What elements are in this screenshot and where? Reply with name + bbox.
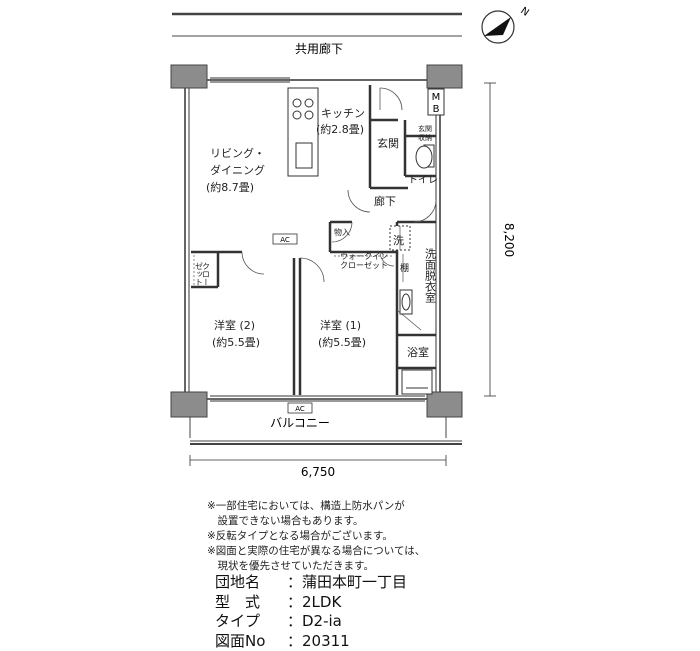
living-area: (約8.7畳) <box>206 180 254 194</box>
info-row-subtype: タイプ ：D2-ia <box>215 612 407 632</box>
washer-label: 洗 <box>393 234 404 247</box>
toilet-label: トイレ <box>408 175 438 186</box>
entrance-storage-label-1: 玄関 <box>418 124 432 133</box>
info-value: ：20311 <box>287 632 350 651</box>
info-label: 団地名 <box>215 573 287 593</box>
floor-plan: 共用廊下 N バルコニー <box>0 0 700 500</box>
ac-units <box>273 234 312 413</box>
info-value: ：D2-ia <box>287 612 342 632</box>
toilet-icon <box>416 145 434 168</box>
note-2: 設置できない場合もあります。 <box>207 514 425 529</box>
shelf-label: 棚 <box>400 262 409 274</box>
west-room-label: 洋室 (2) <box>214 318 255 332</box>
info-row-type: 型 式 ：2LDK <box>215 593 407 613</box>
height-dimension: 8,200 <box>502 223 516 257</box>
entrance-storage-label-2: 収納 <box>418 133 432 142</box>
info-row-drawing: 図面No ：20311 <box>215 632 407 651</box>
closet-label-2: ゼット <box>195 262 204 286</box>
note-1: ※一部住宅においては、構造上防水パンが <box>207 499 425 514</box>
kitchen-area: (約2.8畳) <box>316 122 364 136</box>
info-value: ：蒲田本町一丁目 <box>287 573 407 593</box>
mb-label-b: B <box>433 104 440 115</box>
info-label: 図面No <box>215 632 287 651</box>
entrance-label: 玄関 <box>377 136 399 150</box>
east-room-area: (約5.5畳) <box>318 335 366 349</box>
bath-label: 浴室 <box>407 345 429 359</box>
width-dimension: 6,750 <box>301 465 335 479</box>
info-row-name: 団地名 ：蒲田本町一丁目 <box>215 573 407 593</box>
walkin-label-1: ウォークイン <box>340 252 388 261</box>
living-label-1: リビング・ <box>210 146 265 160</box>
compass-label: N <box>518 5 530 18</box>
info-label: タイプ <box>215 612 287 632</box>
walkin-label-2: クローゼット <box>340 260 388 270</box>
living-label-2: ダイニング <box>210 163 265 177</box>
kitchen-counter <box>288 88 318 176</box>
ac-label-balcony: AC <box>295 405 305 413</box>
corridor-label: 共用廊下 <box>295 41 343 56</box>
washroom-label: 洗面脱衣室 <box>424 248 437 303</box>
west-room-area: (約5.5畳) <box>212 335 260 349</box>
balcony-label: バルコニー <box>270 416 330 430</box>
compass-icon: N <box>482 5 531 43</box>
note-4: ※図面と実際の住宅が異なる場合については、 <box>207 544 425 559</box>
ac-label-living: AC <box>280 236 290 244</box>
note-5: 現状を優先させていただきます。 <box>207 559 425 574</box>
storage-label: 物入 <box>334 227 350 237</box>
property-info: 団地名 ：蒲田本町一丁目 型 式 ：2LDK タイプ ：D2-ia 図面No ：… <box>215 573 407 651</box>
info-label: 型 式 <box>215 593 287 613</box>
corridor-rail <box>172 14 462 36</box>
note-3: ※反転タイプとなる場合がございます。 <box>207 529 425 544</box>
east-room-label: 洋室 (1) <box>320 318 361 332</box>
hallway-label: 廊下 <box>374 194 396 208</box>
kitchen-label: キッチン <box>321 107 365 120</box>
mb-label-m: M <box>432 92 441 103</box>
info-value: ：2LDK <box>287 593 341 613</box>
notes: ※一部住宅においては、構造上防水パンが 設置できない場合もあります。 ※反転タイ… <box>207 499 425 574</box>
